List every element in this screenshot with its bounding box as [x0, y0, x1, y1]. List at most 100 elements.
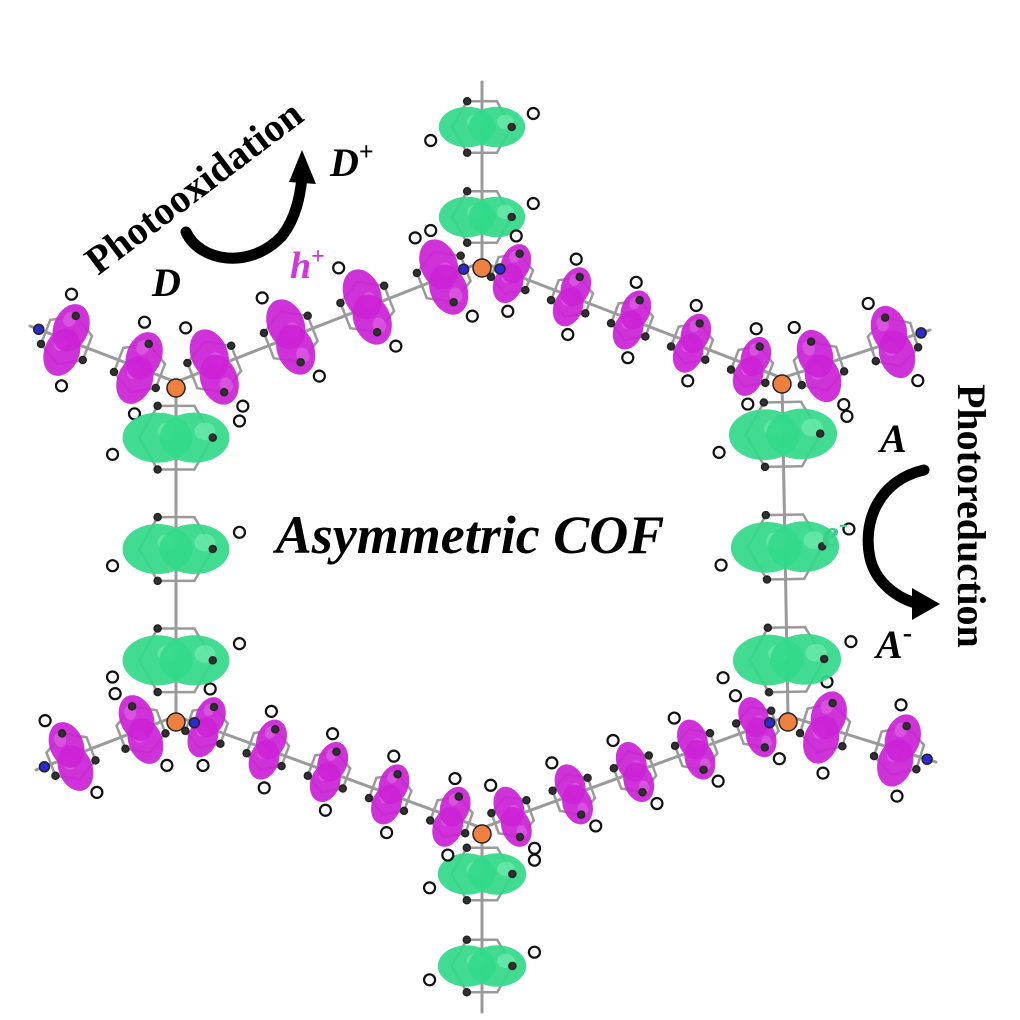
carbon-atom — [871, 356, 881, 366]
carbon-atom — [869, 751, 879, 761]
carbon-atom — [277, 761, 286, 771]
hole-carrier-base: h — [290, 245, 311, 287]
hole-orbital-lobe — [52, 304, 90, 352]
hydrogen-atom — [203, 682, 217, 696]
core-node-atom — [472, 824, 492, 844]
carbon-atom — [548, 786, 557, 795]
carbon-atom — [208, 544, 217, 554]
hydrogen-atom — [380, 826, 394, 840]
carbon-atom — [760, 743, 770, 752]
carbon-atom — [109, 367, 119, 377]
carbon-atom — [795, 728, 805, 738]
carbon-atom — [153, 401, 162, 411]
donor-product: D+ — [329, 137, 374, 185]
carbon-atom — [699, 765, 708, 775]
carbon-atom — [332, 747, 341, 757]
hydrogen-atom — [318, 803, 333, 817]
carbon-atom — [270, 725, 280, 734]
carbon-atom — [71, 311, 80, 321]
carbon-atom — [462, 97, 472, 106]
hydrogen-atom — [712, 445, 726, 459]
carbon-atom — [121, 744, 130, 754]
carbon-atom — [91, 756, 100, 765]
hydrogen-atom — [196, 758, 210, 773]
hydrogen-atom — [749, 322, 763, 336]
carbon-atom — [575, 272, 584, 282]
electron-orbital-lobe — [468, 945, 527, 987]
hydrogen-atom — [232, 525, 247, 539]
carbon-atom — [393, 769, 402, 779]
carbon-atom — [819, 654, 829, 664]
carbon-atom — [815, 429, 825, 438]
hydrogen-atom — [105, 447, 120, 461]
carbon-atom — [296, 357, 305, 367]
donor-reactant: D — [151, 260, 181, 305]
ring-bond — [764, 513, 805, 517]
carbon-atom — [761, 378, 770, 388]
nitrogen-atom — [921, 753, 933, 765]
nitrogen-atom — [915, 327, 927, 339]
donor-product-base: D — [329, 140, 359, 185]
hydrogen-atom — [108, 687, 122, 701]
arrowhead-icon — [289, 150, 316, 184]
hydrogen-atom — [561, 327, 575, 342]
carbon-atom — [303, 771, 313, 780]
electron-orbital-lobe — [159, 523, 230, 575]
nitrogen-atom — [38, 761, 51, 773]
nitrogen-atom — [457, 263, 470, 275]
carbon-atom — [666, 342, 676, 351]
hydrogen-atom — [527, 945, 542, 959]
hydrogen-atom — [629, 275, 643, 289]
hydrogen-atom — [387, 749, 401, 763]
carbon-atom — [183, 358, 192, 368]
electron-carrier-base: e — [822, 513, 839, 555]
carbon-atom — [764, 687, 774, 697]
carbon-atom — [766, 706, 776, 715]
carbon-atom — [797, 380, 807, 390]
hydrogen-atom — [526, 196, 540, 211]
hydrogen-atom — [816, 766, 830, 780]
hydrogen-atom — [54, 379, 69, 393]
hole-orbital-lobe — [810, 691, 847, 740]
carbon-atom — [226, 341, 236, 351]
carbon-atom — [456, 251, 465, 261]
photooxidation-group: Photooxidation D D+ h+ — [76, 91, 373, 305]
core-node-atom — [772, 374, 792, 394]
hydrogen-atom — [650, 796, 664, 811]
carbon-atom — [425, 816, 435, 825]
hydrogen-atom — [667, 711, 681, 725]
ring-bond — [767, 690, 808, 694]
hydrogen-atom — [501, 304, 515, 318]
carbon-atom — [546, 295, 556, 305]
carbon-atom — [828, 698, 837, 708]
carbon-atom — [576, 810, 586, 819]
ring-bond — [866, 335, 878, 363]
core-node-atom — [472, 258, 492, 278]
carbon-atom — [153, 512, 162, 522]
hydrogen-atom — [38, 714, 52, 728]
carbon-atom — [583, 773, 592, 783]
hydrogen-atom — [861, 296, 875, 311]
carbon-atom — [705, 728, 715, 738]
electron-orbital-lobe — [468, 853, 527, 895]
carbon-atom — [755, 342, 764, 351]
nitrogen-atom — [494, 263, 506, 275]
ring-bond — [915, 743, 926, 771]
hydrogen-atom — [711, 774, 725, 788]
carbon-atom — [144, 339, 153, 349]
photooxidation-label: Photooxidation — [76, 91, 311, 283]
carbon-atom — [902, 721, 911, 731]
hydrogen-atom — [160, 758, 174, 772]
carbon-atom — [153, 465, 162, 474]
carbon-atom — [454, 792, 464, 801]
carbon-atom — [508, 961, 517, 971]
carbon-atom — [399, 806, 409, 816]
carbon-atom — [609, 764, 619, 773]
electron-carrier-charge: - — [839, 509, 848, 538]
ring-bond — [229, 344, 243, 373]
hydrogen-atom — [232, 414, 247, 428]
ring-bond — [186, 361, 199, 390]
carbon-atom — [839, 367, 849, 376]
photoreduction-group: Photoreduction A A- e- — [822, 384, 994, 667]
hydrogen-atom — [772, 752, 786, 766]
